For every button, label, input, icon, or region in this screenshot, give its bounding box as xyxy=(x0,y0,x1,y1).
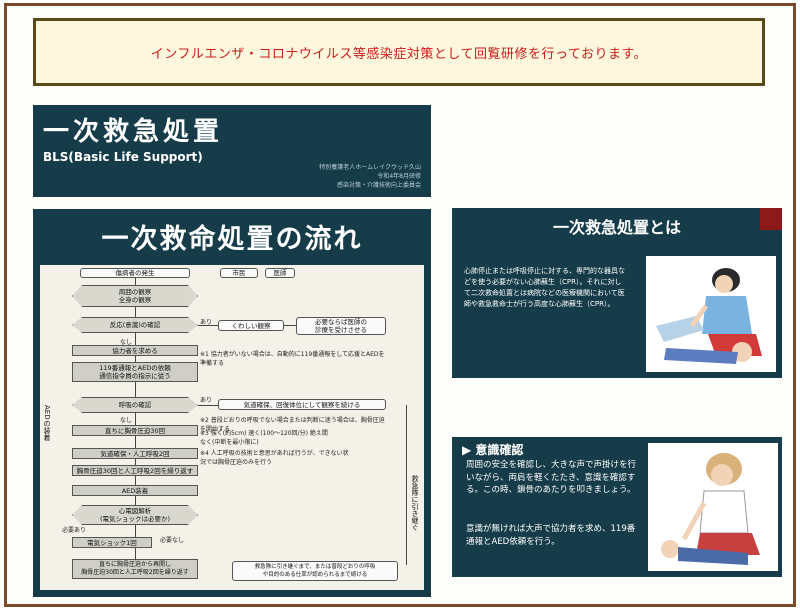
flow-slide-title: 一次救命処置の流れ xyxy=(101,224,363,255)
label-shock-needed: 必要あり xyxy=(62,527,87,534)
definition-slide: 一次救急処置とは 心肺停止または呼吸停止に対する、専門的な器具などを使う必要がな… xyxy=(452,208,782,378)
definition-slide-title: 一次救急処置とは xyxy=(552,218,681,237)
consciousness-body-2: 意識が無ければ大声で協力者を求め、119番通報とAED依頼を行う。 xyxy=(466,524,636,547)
branch-line xyxy=(284,325,296,326)
flow-node-detailed-observe: くわしい観察 xyxy=(218,320,284,331)
label-shock-not-needed: 必要なし xyxy=(160,537,185,544)
consciousness-slide: ▶ 意識確認 周囲の安全を確認し、大きな声で声掛けを行いながら、両肩を軽くたたき… xyxy=(452,437,782,577)
slide-title-subtitle: BLS(Basic Life Support) xyxy=(43,150,203,164)
flow-node-call-119: 119番通報とAEDの依頼 通信指令員の指示に従う xyxy=(72,362,198,382)
label-nashi-2: なし xyxy=(120,417,133,424)
flow-node-see-doctor: 必要ならば医師の 診療を受けさせる xyxy=(296,317,386,335)
flow-node-ecg: 心電図解析 (電気ショックは必要か) xyxy=(72,505,198,525)
definition-slide-body: 心肺停止または呼吸停止に対する、専門的な器具などを使う必要がない心肺蘇生（CPR… xyxy=(464,267,625,308)
accent-bar xyxy=(760,208,782,230)
meta-line: 感染対策・介護技術向上委員会 xyxy=(336,182,421,189)
legend-doctor: 医師 xyxy=(265,268,295,278)
note-2: ※2 普段どおりの呼吸でない場合または判断に迷う場合は、胸骨圧迫を開始する xyxy=(200,417,385,433)
consciousness-title-text: 意識確認 xyxy=(475,443,524,457)
flow-node-repeat: 胸骨圧迫30回と人工呼吸2回を繰り返す xyxy=(72,465,198,476)
branch-line xyxy=(198,405,218,406)
label-ari-1: あり xyxy=(200,319,213,326)
branch-line xyxy=(198,325,218,326)
note-3: ※3 強く(約5cm) 速く(100〜120回/分) 絶え間なく(中断を最小限に… xyxy=(200,430,328,446)
note-1: ※1 協力者がいない場合は、自動的に119番通報をして応援とAEDを準備する xyxy=(200,351,385,367)
label-nashi-1: なし xyxy=(120,339,133,346)
flow-node-breathing: 呼吸の確認 xyxy=(72,397,198,413)
flow-node-compressions: 直ちに胸骨圧迫30回 xyxy=(72,425,198,436)
flow-node-aed: AED装着 xyxy=(72,485,198,496)
flow-node-continue: 救急隊に引き継ぐまで、または普段どおりの呼吸 や目的のある仕草が認められるまで続… xyxy=(232,561,398,581)
flow-node-onset: 傷病者の発生 xyxy=(80,268,190,278)
slide-title-meta: 特別養護老人ホームレイクウッド久山 令和4年8月研修 感染対策・介護技術向上委員… xyxy=(319,163,421,190)
flow-slide: 一次救命処置の流れ 市民 医師 傷病者の発生 周囲の観察 全身の観察 反応(意識… xyxy=(33,209,431,597)
flow-node-resume: 直ちに胸骨圧迫から再開し 胸骨圧迫30回と人工呼吸2回を繰り返す xyxy=(72,559,198,579)
flow-node-observe: 周囲の観察 全身の観察 xyxy=(72,285,198,307)
flow-node-helpers: 協力者を求める xyxy=(72,345,198,356)
label-ari-2: あり xyxy=(200,397,213,404)
notice-text: インフルエンザ・コロナウイルス等感染症対策として回覧研修を行っております。 xyxy=(150,46,648,62)
side-line xyxy=(406,405,407,565)
legend-citizen: 市民 xyxy=(220,268,258,278)
notice-banner: インフルエンザ・コロナウイルス等感染症対策として回覧研修を行っております。 xyxy=(33,18,765,86)
meta-line: 特別養護老人ホームレイクウッド久山 xyxy=(319,164,421,171)
flow-node-consciousness: 反応(意識)の確認 xyxy=(72,317,198,333)
title-slide: 一次救急処置 BLS(Basic Life Support) 特別養護老人ホーム… xyxy=(33,105,431,197)
cpr-illustration xyxy=(646,256,776,372)
flow-node-breaths: 気道確保・人工呼吸2回 xyxy=(72,448,198,459)
meta-line: 令和4年8月研修 xyxy=(377,173,421,180)
side-label-handover: 救急隊に引き継ぐ xyxy=(411,475,419,531)
slide-title-main: 一次救急処置 xyxy=(43,117,224,147)
consciousness-illustration xyxy=(648,443,778,571)
note-4: ※4 人工呼吸の技術と意思があれば行うが、できない状況では胸骨圧迫のみを行う xyxy=(200,450,349,466)
flowchart: 市民 医師 傷病者の発生 周囲の観察 全身の観察 反応(意識)の確認 あり なし… xyxy=(40,265,424,590)
consciousness-illustration-icon xyxy=(661,453,760,565)
consciousness-body-1: 周囲の安全を確認し、大きな声で声掛けを行いながら、両肩を軽くたたき、意識を確認す… xyxy=(466,460,637,495)
flow-node-shock: 電気ショック1回 xyxy=(72,537,152,548)
cpr-illustration-icon xyxy=(656,268,762,364)
consciousness-slide-title: ▶ 意識確認 xyxy=(462,443,524,457)
side-label-aed: AEDの装着 xyxy=(43,405,51,441)
flow-node-recovery-position: 気道確保、回復体位にして観察を続ける xyxy=(218,399,386,410)
